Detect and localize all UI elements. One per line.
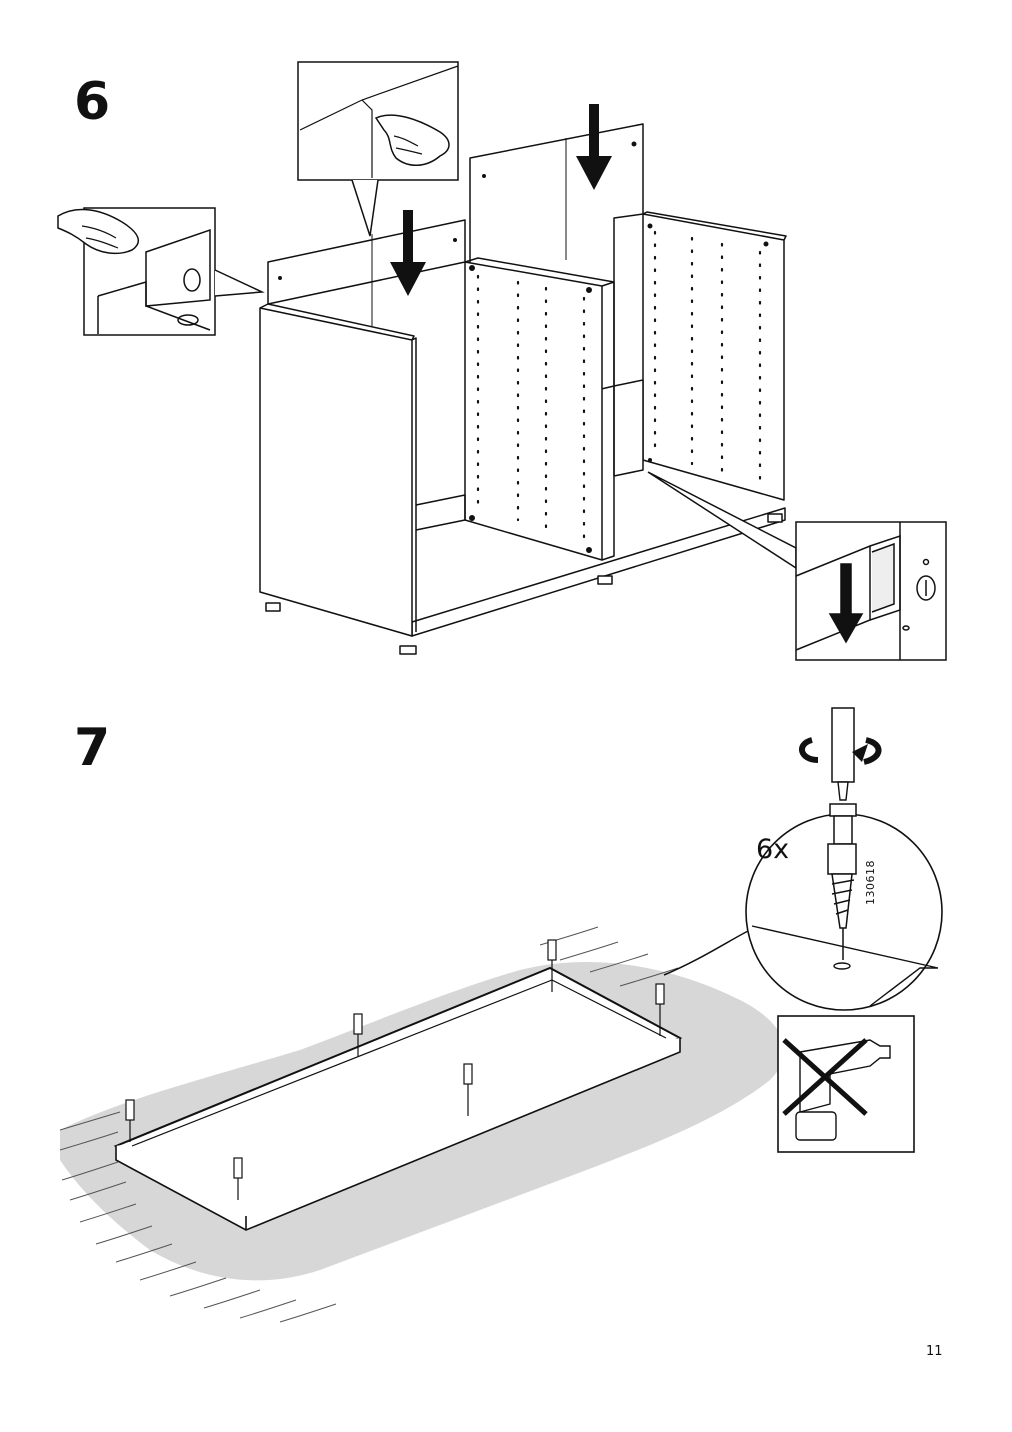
down-arrow-icon (390, 104, 612, 296)
no-power-drill-icon (777, 1015, 915, 1153)
step-6-number: 6 (74, 72, 111, 132)
quantity-label: 6x (756, 834, 790, 865)
step-7-number: 7 (74, 718, 111, 778)
down-arrow-icon (828, 563, 864, 644)
screw-icon (125, 939, 665, 1200)
step-6-illustration (57, 61, 947, 661)
pointing-hand-icon (57, 208, 140, 255)
part-number: 130618 (864, 860, 877, 905)
pointing-hand-icon (374, 114, 450, 166)
page-number: 11 (926, 1344, 943, 1359)
rotate-arrow-icon (799, 737, 882, 765)
